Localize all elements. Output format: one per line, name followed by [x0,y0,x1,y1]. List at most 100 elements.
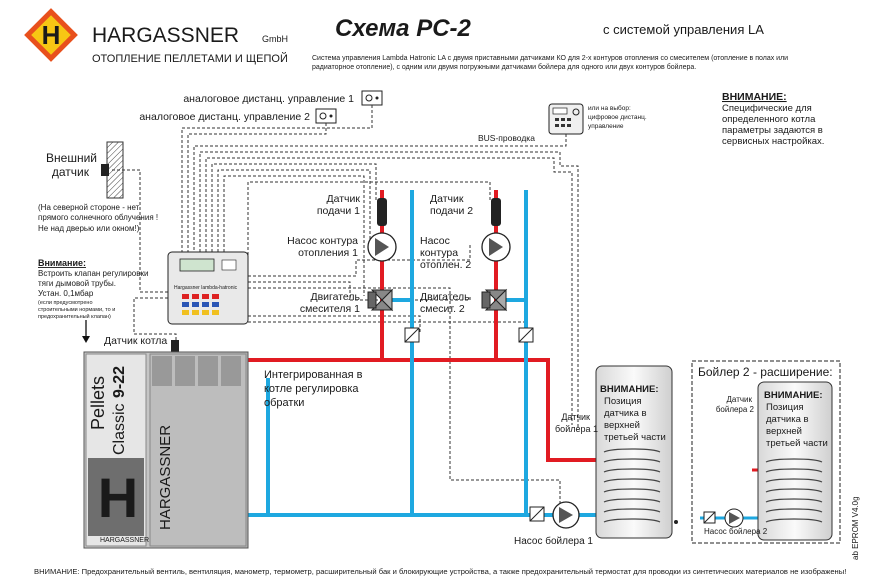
footer-warning: ВНИМАНИЕ: Предохранительный вентиль, вен… [34,567,846,576]
analog-remote-1-label: аналоговое дистанц. управление 1 [183,93,354,105]
outdoor-label-2: датчик [52,165,90,179]
dhw2-title: Бойлер 2 - расширение: [698,365,833,379]
boiler-logo-h: H [98,466,138,529]
dhw2-note-2: датчика в [766,414,809,425]
dhw-tank-1 [595,365,678,539]
digital-remote-icon [548,103,584,135]
flow-sensor-1-label-2: подачи 1 [317,205,360,217]
dhw1-note-3: верхней [604,420,640,431]
notice-line-4: сервисных настройках. [722,136,824,147]
dhw-pump-2-label: Насос бойлера 2 [704,527,768,536]
description-line-1: Система управления Lambda Hatronic LA с … [312,55,788,62]
heating-pump-1-icon [367,232,397,262]
supply-pipes [248,190,600,462]
notice-title: ВНИМАНИЕ: [722,91,787,103]
check-valve-2-icon [518,327,534,343]
dhw-sensor-2-label-1: Датчик [727,395,753,404]
flow-sensor-1-label-1: Датчик [327,193,361,205]
attention-left-small-3: предохранительный клапан) [38,313,111,320]
dhw2-note-4: третьей части [766,438,828,449]
digital-remote-label-1: или на выбор: [588,104,631,112]
dhw2-note-title: ВНИМАНИЕ: [764,390,823,401]
bus-wire-label: BUS-проводка [478,133,535,143]
dhw-sensor-2-label-2: бойлера 2 [716,405,755,414]
description-line-2: радиаторное отопление), с одним или двум… [312,63,696,71]
dhw-pump-1-icon [552,501,580,529]
boiler-sensor-icon [171,340,179,352]
dhw2-note-3: верхней [766,426,802,437]
attention-left-line-1: Встроить клапан регулировки [38,269,148,278]
controller-label: Hargassner lambda-hatronic [174,285,238,291]
attention-left-title: Внимание: [38,258,86,268]
boiler-brand-vertical: HARGASSNER [157,425,174,530]
boiler-pellets-label: Pellets [88,376,108,430]
heating-pump-2-label-3: отоплен. 2 [420,259,471,271]
heating-pump-2-icon [481,232,511,262]
outdoor-sensor-icon [101,164,109,176]
dhw1-note-title: ВНИМАНИЕ: [600,384,659,395]
logo-letter: H [42,20,61,50]
dhw-sensor-1-label-1: Датчик [561,412,590,422]
page-title: Схема PC-2 [335,15,472,42]
dhw1-note-4: третьей части [604,432,666,443]
check-valve-1-icon [404,327,420,343]
dhw-pump-1-label: Насос бойлера 1 [514,535,593,547]
attention-left-line-2: тяги дымовой трубы. [38,279,116,288]
outdoor-note-3: Не над дверью или окном!) [38,224,140,233]
mixer-motor-2-label-1: Двигатель [420,291,470,303]
heating-pump-1-label-2: отопления 1 [298,247,358,259]
heating-pump-1-label-1: Насос контура [287,235,358,247]
attention-left-small-2: строительными нормами, то и [38,307,115,313]
boiler-classic-label: Classic [111,403,128,455]
digital-remote-label-2: цифровое дистанц. [588,114,647,121]
attention-arrow-head [82,336,90,343]
integrated-return-label-1: Интегрированная в [264,369,363,381]
brand-subtitle: ОТОПЛЕНИЕ ПЕЛЛЕТАМИ И ЩЕПОЙ [92,52,288,65]
flow-sensor-2-label-1: Датчик [430,193,464,205]
heating-pump-2-label-2: контура [420,247,458,259]
notice-line-1: Специфические для [722,103,812,114]
control-wires [110,105,579,510]
heating-pump-2-label-1: Насос [420,235,450,247]
integrated-return-label-3: обратки [264,397,304,409]
mixer-valve-2-icon [481,288,508,312]
hargassner-logo: H [24,8,78,62]
wall-hatch [106,141,124,199]
mixer-motor-1-label-2: смесителя 1 [300,303,360,315]
brand-name: HARGASSNER [92,24,239,47]
dhw2-note-1: Позиция [766,402,804,413]
dhw1-note-2: датчика в [604,408,647,419]
dhw1-note-1: Позиция [604,396,642,407]
lambda-hatronic-controller: Hargassner lambda-hatronic [167,251,249,325]
brand-gmbh: GmbH [262,34,288,44]
integrated-return-label-2: котле регулировка [264,383,359,395]
notice-line-3: параметры задаются в [722,125,823,136]
boiler-sensor-label: Датчик котла [104,335,167,347]
attention-left-line-3: Устан. 0,1мбар [38,289,94,298]
analog-remote-2-label: аналоговое дистанц. управление 2 [139,111,310,123]
flow-sensor-1-icon [377,198,387,226]
dhw-check-valve-1-icon [529,506,545,522]
flow-sensor-2-icon [491,198,501,226]
mixer-motor-1-label-1: Двигатель [310,291,360,303]
eprom-version: ab EPROM V4.0g [851,496,860,560]
dhw-tank-2 [757,381,833,541]
analog-remote-2-icon [315,108,337,124]
pellet-boiler: H [83,351,249,549]
flow-sensor-2-label-2: подачи 2 [430,205,473,217]
outdoor-note-1: (На северной стороне - нет [38,203,140,212]
dhw2-expansion-frame [691,360,841,544]
analog-remote-1-icon [361,90,383,106]
dhw-sensor-1-label-2: бойлера 1 [555,424,598,434]
outdoor-note-2: прямого солнечного облучения ! [38,213,158,222]
mixer-motor-2-label-2: смесит. 2 [420,303,465,315]
notice-line-2: определенного котла [722,114,816,125]
mixer-valve-1-icon [367,288,394,312]
digital-remote-label-3: управление [588,123,624,130]
dhw-pump-2-icon [724,508,744,528]
outdoor-label-1: Внешний [46,151,97,165]
boiler-model-label: 9-22 [111,366,128,398]
boiler-brand-bottom: HARGASSNER [100,537,149,544]
dhw-check-valve-2-icon [703,511,716,524]
